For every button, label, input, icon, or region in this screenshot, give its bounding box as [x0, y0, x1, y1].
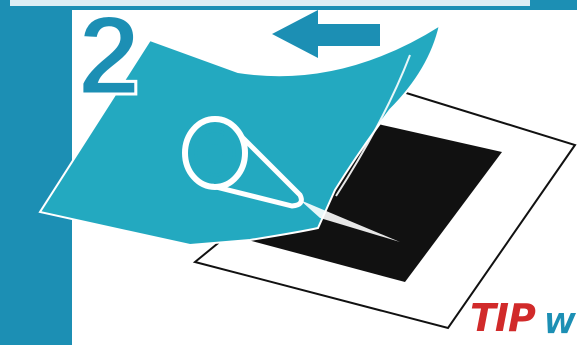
- step-number: 2: [78, 0, 140, 112]
- arrow-left-icon: [272, 10, 380, 58]
- tip-label: TIP: [470, 296, 535, 340]
- tip-text-partial: W: [544, 304, 575, 344]
